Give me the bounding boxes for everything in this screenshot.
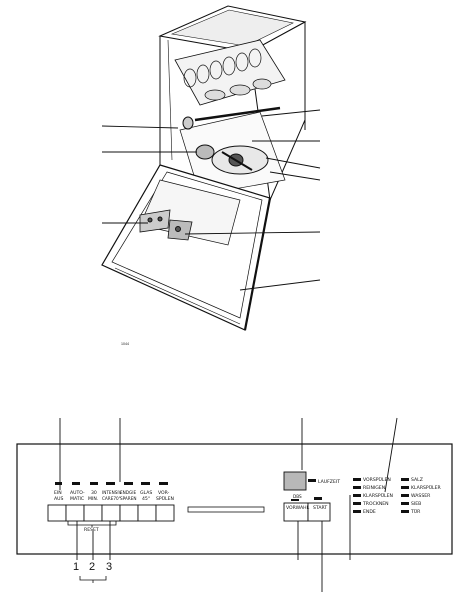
delay-lamp [308, 479, 316, 482]
image-code: 1044 [121, 342, 129, 346]
stage-label-1: VORSPÜLEN [363, 476, 391, 483]
warning-label-5: TÜR [410, 508, 421, 515]
warning-indicator-lamps [401, 478, 409, 513]
upper-basket-dishes [183, 48, 272, 101]
panel-bottom-leader-lines [297, 495, 351, 592]
button-power[interactable] [47, 504, 67, 522]
cabinet-top-inner [170, 9, 294, 47]
delay-label: LAUFZEIT [318, 479, 340, 485]
vorwahl-label: VORWAHL [286, 505, 310, 511]
start-button[interactable] [307, 502, 331, 522]
left-callout-lines [101, 125, 197, 224]
callout-number-3: 3 [106, 561, 112, 573]
program-4-label-line2: SPAREN [120, 496, 136, 501]
button-program-5[interactable] [137, 504, 157, 522]
warning-label-2: KLARSPÜLER [411, 484, 442, 491]
right-callout-lines [184, 109, 321, 291]
program-1-label-line1: AUTO- [70, 490, 85, 496]
upper-spray-arm [194, 106, 281, 122]
program-indicator-lamps [55, 482, 168, 485]
door-hinge-rail [243, 197, 272, 331]
program-6-label-line1: VOR- [158, 490, 170, 496]
button-program-4[interactable] [119, 504, 139, 522]
panel-handle-slot [187, 506, 265, 513]
control-panel [16, 443, 453, 555]
stage-label-3: KLARSPÜLEN [363, 492, 393, 499]
button-program-1[interactable] [65, 504, 85, 522]
power-label-line1: EIN [54, 490, 62, 496]
dishwasher-illustration [101, 5, 307, 331]
control-panel-frame [16, 443, 453, 555]
warning-label-1: SALZ [411, 477, 423, 483]
program-3-label-line2: CARE70° [102, 496, 121, 501]
vorwahl-top-label: DBS [293, 494, 302, 499]
program-5-label-line1: GLAS [140, 490, 152, 496]
filter [195, 144, 215, 160]
warning-label-4: SIEB [411, 501, 421, 507]
program-5-label-line2: 45° [142, 496, 150, 502]
button-program-6[interactable] [155, 504, 175, 522]
detergent-dispenser [139, 209, 171, 233]
warning-label-3: WASSER [411, 493, 431, 499]
number-leader-lines [76, 521, 111, 560]
callout-number-2: 2 [89, 561, 95, 573]
button-program-2[interactable] [83, 504, 103, 522]
program-1-label-line2: MATIC [70, 496, 84, 502]
program-buttons [47, 504, 175, 522]
program-3-label-line1: INTENSIV [102, 490, 122, 495]
panel-top-leader-lines [59, 417, 398, 493]
stage-label-4: TROCKNEN [362, 501, 389, 507]
start-label: START [313, 505, 327, 511]
stage-label-2: REINIGEN [363, 485, 385, 491]
water-softener-cap [182, 116, 194, 130]
stage-label-5: ENDE [363, 509, 376, 515]
stage-indicator-lamps [353, 478, 361, 513]
program-2-label-line2: MIN. [88, 496, 98, 502]
power-label-line2: AUS [54, 496, 64, 502]
button-program-3[interactable] [101, 504, 121, 522]
reset-label: RESET [84, 527, 99, 533]
vorwahl-lamp [291, 499, 299, 501]
upper-basket [174, 39, 286, 106]
numbers-bracket [79, 576, 107, 581]
program-6-label-line2: SPÜLEN [156, 495, 174, 502]
start-lamp [314, 497, 322, 500]
delay-display [283, 471, 307, 491]
reset-bracket [67, 521, 117, 527]
program-4-label-line1: ENDGIE [120, 490, 136, 495]
tub-left-wall [167, 39, 173, 161]
callout-number-1: 1 [73, 561, 79, 573]
program-2-label-line1: 30 [91, 490, 97, 496]
